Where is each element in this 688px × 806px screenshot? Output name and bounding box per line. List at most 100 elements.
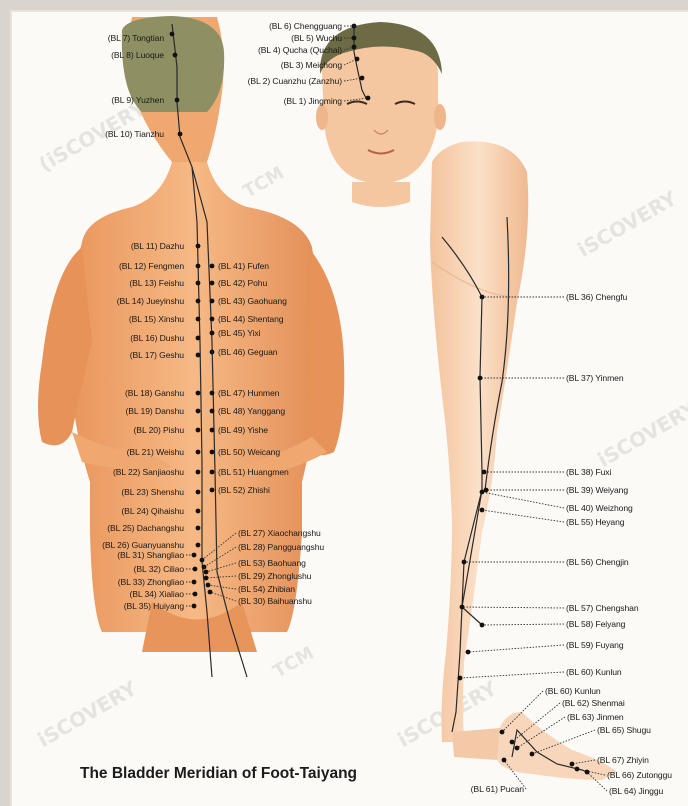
acupoint-label-bl-12-fengmen: (BL 12) Fengmen [119, 261, 184, 271]
acupoint-label-bl-54-zhibian: (BL 54) Zhibian [238, 584, 295, 594]
acupoint-label-bl-60-kunlun: (BL 60) Kunlun [566, 667, 622, 677]
acupoint-dot-bl-7-tongtian [170, 32, 175, 37]
acupoint-dot-bl-37-yinmen [478, 376, 483, 381]
acupoint-dot-bl-55-heyang [480, 508, 485, 513]
acupoint-dot-bl-1-jingming [366, 96, 371, 101]
acupoint-dot-bl-2-cuanzhu-zanzhu [360, 76, 365, 81]
acupoint-label-bl-31-shangliao: (BL 31) Shangliao [117, 550, 184, 560]
acupoint-label-bl-35-huiyang: (BL 35) Huiyang [124, 601, 184, 611]
acupoint-label-bl-14-jueyinshu: (BL 14) Jueyinshu [117, 296, 184, 306]
acupoint-dot-bl-54-zhibian [206, 583, 211, 588]
acupoint-label-bl-24-qihaishu: (BL 24) Qihaishu [121, 506, 184, 516]
leader-line [482, 492, 564, 508]
acupoint-dot-bl-25-dachangshu [196, 526, 201, 531]
leader-line [204, 547, 236, 567]
acupoint-label-bl-10-tianzhu: (BL 10) Tianzhu [105, 129, 164, 139]
acupoint-dot-bl-30-baihuanshu [208, 590, 213, 595]
acupoint-dot-bl-17-geshu [196, 353, 201, 358]
acupoint-dot-bl-20-pishu [196, 428, 201, 433]
acupoint-dot-bl-6-chengguang [352, 24, 357, 29]
acupoint-dot-bl-16-dushu [196, 336, 201, 341]
acupoint-dot-bl-22-sanjiaoshu [196, 470, 201, 475]
acupoint-label-bl-21-weishu: (BL 21) Weishu [127, 447, 184, 457]
acupoint-label-bl-49-yishe: (BL 49) Yishe [218, 425, 268, 435]
acupoint-dot-bl-27-xiaochangshu [200, 558, 205, 563]
acupoint-label-bl-52-zhishi: (BL 52) Zhishi [218, 485, 270, 495]
acupoint-dot-bl-60-kunlun [500, 730, 505, 735]
acupoint-label-bl-3-meichong: (BL 3) Meichong [281, 60, 342, 70]
acupoint-label-bl-13-feishu: (BL 13) Feishu [129, 278, 184, 288]
leader-line [202, 533, 236, 560]
acupoint-label-bl-22-sanjiaoshu: (BL 22) Sanjiaoshu [113, 467, 184, 477]
acupoint-dot-bl-18-ganshu [196, 391, 201, 396]
leader-line [577, 769, 605, 775]
acupoint-label-bl-57-chengshan: (BL 57) Chengshan [566, 603, 639, 613]
acupoint-dot-bl-49-yishe [210, 428, 215, 433]
acupoint-dot-bl-14-jueyinshu [196, 299, 201, 304]
acupoint-dot-bl-56-chengjin [462, 560, 467, 565]
acupoint-dot-bl-34-xialiao [193, 592, 198, 597]
leader-line [502, 691, 543, 732]
acupoint-dot-bl-62-shenmai [510, 740, 515, 745]
acupoint-dot-bl-31-shangliao [192, 553, 197, 558]
acupoint-label-bl-17-geshu: (BL 17) Geshu [130, 350, 184, 360]
acupoint-label-bl-20-pishu: (BL 20) Pishu [134, 425, 184, 435]
acupoint-dot-bl-48-yanggang [210, 409, 215, 414]
acupoint-dot-bl-51-huangmen [210, 470, 215, 475]
acupoint-dot-bl-23-shenshu [196, 490, 201, 495]
acupoint-label-bl-28-pangguangshu: (BL 28) Pangguangshu [238, 542, 324, 552]
acupoint-dot-bl-53-baohuang [204, 570, 209, 575]
acupoint-dot-bl-29-zhonglushu [204, 576, 209, 581]
acupoint-label-bl-55-heyang: (BL 55) Heyang [566, 517, 624, 527]
acupoint-label-bl-39-weiyang: (BL 39) Weiyang [566, 485, 628, 495]
acupoint-label-bl-65-shugu: (BL 65) Shugu [597, 725, 651, 735]
acupoint-label-bl-45-yixi: (BL 45) Yixi [218, 328, 260, 338]
acupoint-label-bl-38-fuxi: (BL 38) Fuxi [566, 467, 611, 477]
acupoint-dot-bl-63-jinmen [515, 746, 520, 751]
acupoint-dot-bl-5-wuchu [352, 36, 357, 41]
acupoint-dot-bl-67-zhiyin [570, 762, 575, 767]
acupoint-label-bl-46-geguan: (BL 46) Geguan [218, 347, 277, 357]
acupoint-label-bl-18-ganshu: (BL 18) Ganshu [125, 388, 184, 398]
acupoint-label-bl-48-yanggang: (BL 48) Yanggang [218, 406, 285, 416]
acupoint-label-bl-61-pucan: (BL 61) Pucan [471, 784, 524, 794]
acupoint-label-bl-5-wuchu: (BL 5) Wuchu [291, 33, 342, 43]
acupoint-dot-bl-60-kunlun [458, 676, 463, 681]
acupoint-label-bl-64-jinggu: (BL 64) Jinggu [609, 786, 663, 796]
acupoint-label-bl-15-xinshu: (BL 15) Xinshu [129, 314, 184, 324]
acupoint-label-bl-60-kunlun: (BL 60) Kunlun [545, 686, 601, 696]
acupoint-dot-bl-8-luoque [173, 53, 178, 58]
acupoint-dot-bl-64-jinggu [585, 770, 590, 775]
leader-line [460, 672, 564, 678]
acupoint-label-bl-8-luoque: (BL 8) Luoque [111, 50, 164, 60]
acupoint-label-bl-56-chengjin: (BL 56) Chengjin [566, 557, 629, 567]
acupoint-dot-bl-4-qucha-quchai [352, 45, 357, 50]
acupoint-dot-bl-12-fengmen [196, 264, 201, 269]
leader-line [482, 510, 564, 522]
acupoint-label-bl-16-dushu: (BL 16) Dushu [130, 333, 184, 343]
acupoint-dot-bl-36-chengfu [480, 295, 485, 300]
acupoint-label-bl-44-shentang: (BL 44) Shentang [218, 314, 283, 324]
acupoint-label-bl-41-fufen: (BL 41) Fufen [218, 261, 269, 271]
leader-line [462, 607, 564, 608]
acupoint-dot-bl-41-fufen [210, 264, 215, 269]
acupoint-dot-bl-24-qihaishu [196, 509, 201, 514]
acupoint-dot-bl-50-weicang [210, 450, 215, 455]
acupoint-label-bl-36-chengfu: (BL 36) Chengfu [566, 292, 627, 302]
diagram-card: (iSCOVERY) iSCOVERY iSCOVERY iSCOVERY iS… [10, 10, 688, 806]
acupoint-dot-bl-42-pohu [210, 281, 215, 286]
acupoint-label-bl-66-zutonggu: (BL 66) Zutonggu [607, 770, 672, 780]
acupoint-dot-bl-11-dazhu [196, 244, 201, 249]
acupoint-label-bl-27-xiaochangshu: (BL 27) Xiaochangshu [238, 528, 321, 538]
acupoint-label-bl-1-jingming: (BL 1) Jingming [284, 96, 342, 106]
leader-line [344, 78, 362, 81]
acupoint-dot-bl-32-ciliao [193, 567, 198, 572]
leader-line [208, 585, 236, 589]
acupoint-label-bl-63-jinmen: (BL 63) Jinmen [567, 712, 624, 722]
acupoint-label-bl-32-ciliao: (BL 32) Ciliao [134, 564, 184, 574]
acupoint-dot-bl-28-pangguangshu [202, 565, 207, 570]
acupoint-label-bl-4-qucha-quchai: (BL 4) Qucha (Quchai) [258, 45, 342, 55]
acupoint-label-bl-67-zhiyin: (BL 67) Zhiyin [597, 755, 649, 765]
acupoint-dot-bl-21-weishu [196, 450, 201, 455]
